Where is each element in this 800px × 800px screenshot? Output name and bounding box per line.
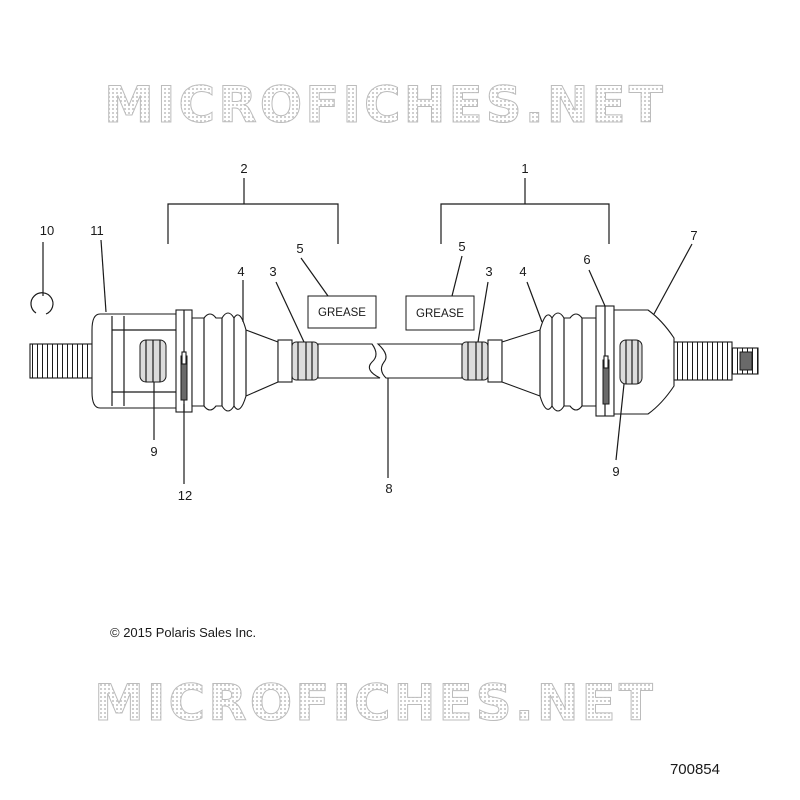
axle-shaft [317,343,463,379]
leader-lines [100,239,693,484]
watermark-top: MICROFICHES.NET [104,76,666,134]
bracket-assembly-1 [440,178,610,244]
grease-label-right: GREASE [416,308,464,320]
callout-4-right: 4 [519,264,526,279]
retaining-ring-part [30,242,54,315]
callout-7: 7 [690,228,697,243]
callout-1: 1 [521,161,528,176]
callout-11: 11 [90,223,104,238]
callout-6: 6 [583,252,590,267]
callout-3-right: 3 [485,264,492,279]
callout-5-left: 5 [296,241,303,256]
diagram-part-number: 700854 [670,761,720,778]
left-spline-stub [29,343,97,379]
right-boot-clamp [461,339,503,383]
callout-12: 12 [178,488,192,503]
callout-9-left: 9 [150,444,157,459]
callout-10: 10 [40,223,54,238]
copyright-notice: © 2015 Polaris Sales Inc. [110,625,256,640]
watermark-bottom: MICROFICHES.NET [94,674,656,732]
callout-2: 2 [240,161,247,176]
right-spline-stub [673,341,759,381]
left-cv-boot [191,312,279,412]
callout-3-left: 3 [269,264,276,279]
left-cv-housing [91,309,193,413]
callout-4-left: 4 [237,264,244,279]
right-cv-boot [501,312,597,412]
grease-box-left: GREASE [307,295,377,329]
bracket-assembly-2 [167,178,339,244]
callout-8: 8 [385,481,392,496]
right-cv-housing [595,305,675,417]
left-boot-clamp [277,339,319,383]
callout-5-right: 5 [458,239,465,254]
grease-label-left: GREASE [318,307,366,319]
grease-box-right: GREASE [405,295,475,331]
callout-9-right: 9 [612,464,619,479]
